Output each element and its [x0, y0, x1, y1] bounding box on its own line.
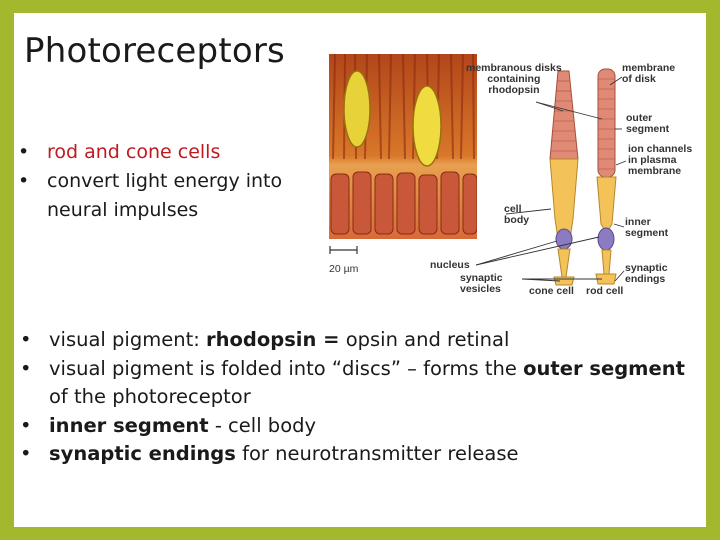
membranous-disks-label: membranous disks containing rhodopsin [466, 62, 562, 96]
slide: Photoreceptors rod and cone cells conver… [14, 13, 706, 527]
ion-channels-label: ion channels in plasma membrane [628, 143, 693, 177]
rod-cell-label: rod cell [586, 285, 624, 297]
cell-body-label: cell body [504, 203, 530, 226]
rod-cell-shape [595, 68, 617, 285]
nucleus-label: nucleus [430, 259, 470, 271]
bullet-item: visual pigment: rhodopsin = opsin and re… [14, 326, 694, 355]
bullet-item: inner segment - cell body [14, 412, 694, 441]
inner-segment-label: inner segment [625, 216, 669, 239]
scale-bar-label: 20 µm [329, 263, 359, 275]
photoreceptor-figure: 20 µm membranous disks containing rhodop… [326, 49, 701, 297]
bullet-list-top: rod and cone cells convert light energy … [14, 138, 314, 225]
cone-cell-shape [549, 70, 579, 286]
outer-segment-label: outer segment [626, 112, 670, 135]
bullet-list-bottom: visual pigment: rhodopsin = opsin and re… [14, 326, 694, 469]
micrograph-image [329, 54, 477, 239]
synaptic-endings-label: synaptic endings [625, 262, 668, 285]
synaptic-vesicles-label: synaptic vesicles [460, 272, 503, 295]
membrane-of-disk-label: membrane of disk [622, 62, 676, 85]
bullet-item: visual pigment is folded into “discs” – … [14, 355, 694, 412]
slide-title: Photoreceptors [24, 31, 285, 71]
bullet-item: synaptic endings for neurotransmitter re… [14, 440, 694, 469]
bullet-item: convert light energy into neural impulse… [14, 167, 314, 225]
bullet-item: rod and cone cells [14, 138, 314, 167]
cone-cell-label: cone cell [529, 285, 574, 297]
cell-diagram [329, 68, 627, 286]
